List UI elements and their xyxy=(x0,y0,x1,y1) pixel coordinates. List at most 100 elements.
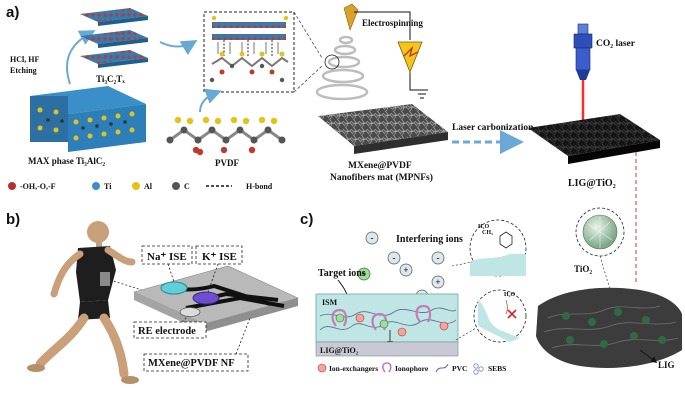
legend-pvc-marker xyxy=(435,363,449,373)
lig-surface xyxy=(536,287,682,369)
legend-al-marker xyxy=(132,182,140,190)
panel-a: a) MAX phase Ti₃AlC₂ HCl, HF Etching xyxy=(6,3,660,282)
spiral-zoom-circle xyxy=(324,54,340,70)
ch3-label: CH₃ xyxy=(482,230,493,236)
svg-text:+: + xyxy=(435,277,440,287)
zoom-line-bottom xyxy=(293,65,323,93)
lig-tio2-label: LIG@TiO₂ xyxy=(568,178,616,189)
k-ise-pointer xyxy=(207,263,219,293)
circuit-wire-top xyxy=(354,11,411,40)
high-voltage-icon xyxy=(403,45,419,58)
zoom-line-top xyxy=(293,11,323,59)
legend-oh-label: -OH,-O,-F xyxy=(20,182,56,191)
mpnf-label-line2: Nanofibers mat (MPNFs) xyxy=(330,172,433,183)
na-ise-electrode xyxy=(160,281,188,295)
spinneret-nozzle xyxy=(343,3,359,31)
svg-text:-: - xyxy=(437,253,440,263)
lig-label: LIG xyxy=(658,360,675,370)
legend-hbond-label: H-bond xyxy=(246,182,273,191)
max-phase-label: MAX phase Ti₃AlC₂ xyxy=(28,156,105,166)
ism-target-ions xyxy=(335,313,389,329)
zoom-ism-surface xyxy=(470,254,526,276)
ion-exchangers xyxy=(355,313,449,337)
mpnf-label-line1: MXene@PVDF xyxy=(348,161,412,171)
na-ise-label: Na⁺ ISE xyxy=(147,251,187,263)
tio2-pointer xyxy=(599,255,613,297)
legend-pvc: PVC xyxy=(452,364,467,373)
co2-laser-label: CO₂ laser xyxy=(596,39,636,49)
pvdf-molecule xyxy=(166,116,286,156)
k-ise-electrode xyxy=(192,291,220,305)
pvdf-label: PVDF xyxy=(215,158,239,168)
svg-text:+: + xyxy=(361,269,366,279)
lig-tio2-layer xyxy=(315,341,459,357)
legend-sebs: SEBS xyxy=(488,364,506,373)
composite-arrow xyxy=(159,39,198,56)
mpnf-mat-edge xyxy=(354,132,448,154)
legend-ionophore: Ionophore xyxy=(395,364,429,373)
k-ise-label: K⁺ ISE xyxy=(202,251,237,263)
fiber-spiral xyxy=(315,35,369,101)
svg-text:-: - xyxy=(393,253,396,263)
max-phase-crystal xyxy=(30,86,146,152)
k-ise-box xyxy=(195,245,243,265)
legend-ti-marker xyxy=(92,182,100,190)
patch-pointer-line xyxy=(109,279,143,291)
re-electrode-label: RE electrode xyxy=(138,326,196,337)
h2o-label-top: H₂O xyxy=(478,224,489,230)
mxene-layers xyxy=(80,8,148,68)
legend-ion-exchangers: Ion-exchangers xyxy=(329,364,378,373)
na-ise-pointer xyxy=(167,263,175,283)
re-electrode-pad xyxy=(179,307,201,317)
interfering-ions-label: Interfering ions xyxy=(396,234,463,245)
panel-a-label: a) xyxy=(6,4,19,21)
mpnf-mat xyxy=(318,104,448,146)
mxene-nf-label: MXene@PVDF NF xyxy=(148,358,235,369)
etching-label-line1: HCl, HF xyxy=(10,55,39,64)
runner-figure xyxy=(27,221,139,384)
panel-c-label: c) xyxy=(300,211,313,228)
ism-label: ISM xyxy=(322,298,338,307)
svg-text:+: + xyxy=(403,265,408,275)
ti3c2tx-label: Ti₃C₂Tₓ xyxy=(96,74,125,84)
legend-al-label: Al xyxy=(144,182,153,191)
electrospinning-label: Electrospinning xyxy=(362,18,423,28)
panel-a-legend: -OH,-O,-F Ti Al C H-bond xyxy=(8,182,273,191)
h2o-label-bottom: H₂O xyxy=(504,292,515,298)
mxene-nf-box xyxy=(143,353,249,372)
zoom-ism-wedge xyxy=(478,300,520,342)
panel-b-label: b) xyxy=(6,211,20,228)
lig-mat-edge xyxy=(568,140,660,164)
lig-tio2-layer-label: LIG@TiO₂ xyxy=(320,346,359,355)
sebs-ring-icon xyxy=(499,231,513,249)
mxene-nf-pointer xyxy=(235,317,251,355)
panel-c-legend: Ion-exchangers Ionophore PVC SEBS xyxy=(317,362,506,375)
pvdf-arrow xyxy=(199,88,222,113)
water-path xyxy=(505,299,508,315)
laser-carbonization-label: Laser carbonization xyxy=(452,123,534,133)
legend-ti-label: Ti xyxy=(104,182,112,191)
legend-sebs-marker xyxy=(473,363,484,375)
target-ions-label: Target ions xyxy=(318,268,366,279)
interfering-ions: - - + - + - + xyxy=(357,231,445,303)
lig-mat xyxy=(528,114,660,156)
composite-structure xyxy=(209,15,289,83)
legend-oh-marker xyxy=(8,182,16,190)
tio2-surface-texture xyxy=(587,216,613,248)
ground-icon xyxy=(416,89,428,99)
etching-label-line2: Etching xyxy=(10,66,37,75)
legend-ionophore-marker xyxy=(382,362,392,373)
svg-text:-: - xyxy=(371,233,374,243)
circuit-wire-bottom xyxy=(409,72,422,91)
power-supply-icon xyxy=(397,41,423,74)
lig-arrow xyxy=(639,349,658,363)
lig-tio2-particles xyxy=(562,308,666,348)
re-electrode-pointer xyxy=(181,315,189,323)
panel-b: b) xyxy=(6,211,299,384)
zoom-bottom-pointer xyxy=(455,327,477,341)
co2-laser xyxy=(573,23,593,131)
na-ise-box xyxy=(141,245,193,265)
legend-c-label: C xyxy=(184,182,190,191)
